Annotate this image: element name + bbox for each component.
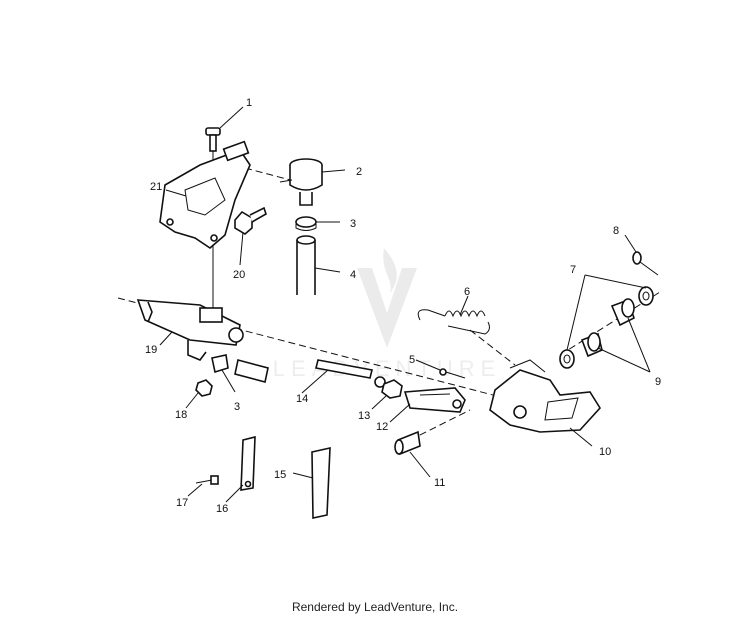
callout-15: 15 [274, 469, 286, 481]
part-clevis-12 [403, 387, 466, 413]
part-nut-18 [195, 379, 213, 397]
part-clamp-3-lower [211, 354, 229, 374]
axis-line-spring [469, 329, 516, 366]
watermark-logo: LEADVENTURE [262, 238, 512, 388]
part-strip-16 [240, 435, 256, 491]
part-hose-4 [296, 235, 316, 295]
part-pin-11 [394, 430, 421, 456]
part-hose-15 [311, 446, 331, 519]
part-washer-7-lower [559, 349, 575, 369]
callout-16: 16 [216, 503, 228, 515]
axis-line-reservoir [244, 167, 299, 183]
axis-line-pin [409, 409, 471, 441]
callout-1: 1 [246, 97, 252, 109]
axis-line-bushings [559, 291, 661, 356]
footer-credit: Rendered by LeadVenture, Inc. [291, 600, 459, 614]
part-push-rod-14 [315, 359, 386, 388]
part-screw-17 [195, 475, 219, 485]
callout-17: 17 [176, 497, 188, 509]
callout-4: 4 [350, 269, 356, 281]
watermark-flame-icon [357, 248, 417, 348]
part-bolt-20 [234, 206, 267, 235]
callout-2: 2 [356, 166, 362, 178]
part-bushing-9-lower [580, 332, 603, 358]
part-clamp-3-upper [295, 216, 317, 231]
part-washer-7-upper [638, 286, 654, 306]
callout-13: 13 [358, 410, 370, 422]
callout-11: 11 [434, 477, 445, 489]
callout-19: 19 [145, 344, 157, 356]
part-bracket-21 [159, 140, 251, 250]
part-bolt-1 [205, 127, 221, 152]
watermark-text: LEADVENTURE [272, 356, 502, 381]
part-cotter-pin-5 [439, 368, 466, 379]
callout-18: 18 [175, 409, 187, 421]
part-master-cylinder-19 [136, 299, 244, 361]
leader-lines [159, 106, 651, 503]
callout-20: 20 [233, 269, 245, 281]
callout-9: 9 [655, 376, 661, 388]
callout-21: 21 [150, 181, 162, 193]
part-spring-6 [417, 309, 490, 335]
callout-5: 5 [409, 354, 415, 366]
callout-12: 12 [376, 421, 388, 433]
part-cotter-pin-8 [632, 251, 659, 276]
part-nut-13 [381, 379, 403, 399]
part-bushing-9-upper [610, 298, 635, 327]
callout-6: 6 [464, 286, 470, 298]
callout-8: 8 [613, 225, 619, 237]
callout-3-upper: 3 [350, 218, 356, 230]
callout-14: 14 [296, 393, 308, 405]
callout-7: 7 [570, 264, 576, 276]
part-pedal-lever-10 [489, 359, 601, 433]
callout-3-lower: 3 [234, 401, 240, 413]
callout-10: 10 [599, 446, 611, 458]
part-reservoir-2 [279, 158, 323, 206]
part-hose-segment [234, 359, 269, 383]
